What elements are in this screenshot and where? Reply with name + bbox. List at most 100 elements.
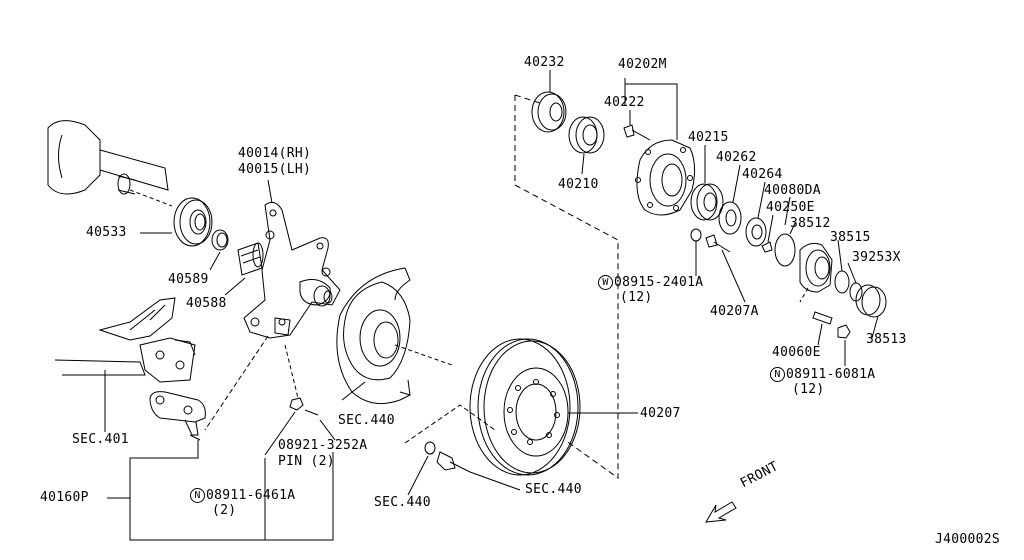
cap-38513	[855, 284, 887, 318]
leader	[319, 419, 336, 441]
dashed-leader	[284, 344, 299, 399]
part-number: 08915-2401A	[614, 275, 704, 290]
label-40207A: 40207A	[710, 304, 759, 319]
bearing-40210	[568, 116, 605, 154]
n-marker-icon: N	[770, 367, 785, 382]
leader	[817, 323, 823, 346]
label-08921-3252A: 08921-3252A	[278, 438, 368, 453]
qty: (12)	[792, 382, 825, 397]
steering-knuckle	[243, 201, 341, 339]
label-40160P: 40160P	[40, 490, 89, 505]
seal-40232	[531, 91, 567, 133]
leader	[871, 315, 879, 339]
part-number: 08911-6081A	[786, 367, 876, 382]
free-wheel-hub	[799, 242, 833, 293]
label-40210: 40210	[558, 177, 599, 192]
label-40222: 40222	[604, 95, 645, 110]
label-40262: 40262	[716, 150, 757, 165]
leader	[837, 239, 843, 272]
brake-rotor-40207	[469, 338, 581, 476]
n-marker-icon: N	[190, 488, 205, 503]
dashed-leader	[799, 287, 809, 303]
label-40232: 40232	[524, 55, 565, 70]
label-sec-401: SEC.401	[72, 432, 129, 447]
control-arm	[54, 297, 196, 383]
leader	[767, 214, 774, 243]
label-39253X: 39253X	[852, 250, 901, 265]
leader	[267, 179, 273, 204]
leader	[789, 222, 796, 235]
label-sec-440-c: SEC.440	[525, 482, 582, 497]
gasket-38512	[774, 233, 796, 267]
label-sec-440-a: SEC.440	[338, 413, 395, 428]
dashed-leader	[404, 404, 496, 444]
leader	[847, 262, 857, 284]
dashed-leader	[204, 335, 269, 431]
hub-group-outline	[514, 95, 619, 479]
label-40202M: 40202M	[618, 57, 667, 72]
leader	[394, 344, 453, 366]
label-38513: 38513	[866, 332, 907, 347]
label-40060E: 40060E	[772, 345, 821, 360]
leader	[732, 164, 741, 203]
leader	[469, 471, 521, 491]
cotter-pin	[304, 409, 319, 416]
bolt-40207A	[705, 234, 731, 253]
dust-shield	[336, 267, 411, 405]
bearing-40588	[237, 242, 264, 276]
label-pin-qty: PIN (2)	[278, 454, 335, 469]
diagram-code: J400002S	[935, 532, 1001, 547]
bushing-40589	[211, 229, 229, 251]
castle-nut	[289, 397, 304, 411]
label-40533: 40533	[86, 225, 127, 240]
label-40264: 40264	[742, 167, 783, 182]
seal-40533	[173, 197, 213, 247]
leader	[784, 196, 791, 226]
leader	[581, 153, 585, 175]
snap-ring-38515	[834, 270, 850, 294]
leader	[224, 277, 246, 296]
drive-shaft	[47, 120, 169, 195]
label-40589: 40589	[168, 272, 209, 287]
part-number: 08911-6461A	[206, 488, 296, 503]
leader	[757, 181, 766, 219]
label-40250E: 40250E	[766, 200, 815, 215]
leader	[721, 249, 746, 303]
stud-40060E	[812, 311, 833, 325]
group-bracket	[129, 440, 334, 541]
leader	[209, 251, 221, 271]
leader	[624, 78, 678, 140]
bolt-40222	[623, 124, 651, 141]
label-40215: 40215	[688, 130, 729, 145]
label-sec-440-b: SEC.440	[374, 495, 431, 510]
leader	[341, 381, 366, 401]
dashed-leader	[514, 94, 541, 104]
wheel-hub	[635, 139, 696, 216]
washer-08915	[690, 228, 702, 242]
label-40207: 40207	[640, 406, 681, 421]
leader	[129, 189, 173, 207]
ball-joint	[149, 391, 206, 441]
qty: (2)	[212, 503, 237, 518]
label-40080DA: 40080DA	[764, 183, 821, 198]
front-arrow	[705, 501, 737, 523]
nut-08911-6081A	[837, 324, 851, 339]
washer-40262	[718, 201, 742, 235]
w-marker-icon: W	[598, 275, 613, 290]
bolt-40250E	[761, 241, 773, 253]
label-40588: 40588	[186, 296, 227, 311]
label-38515: 38515	[830, 230, 871, 245]
label-38512: 38512	[790, 216, 831, 231]
label-40014: 40014(RH)	[238, 146, 312, 161]
leader	[407, 455, 429, 496]
qty: (12)	[620, 290, 653, 305]
washer-bolt	[424, 441, 471, 473]
bearing-40215	[690, 183, 724, 221]
lock-washer-40264	[745, 217, 767, 247]
label-40015: 40015(LH)	[238, 162, 312, 177]
